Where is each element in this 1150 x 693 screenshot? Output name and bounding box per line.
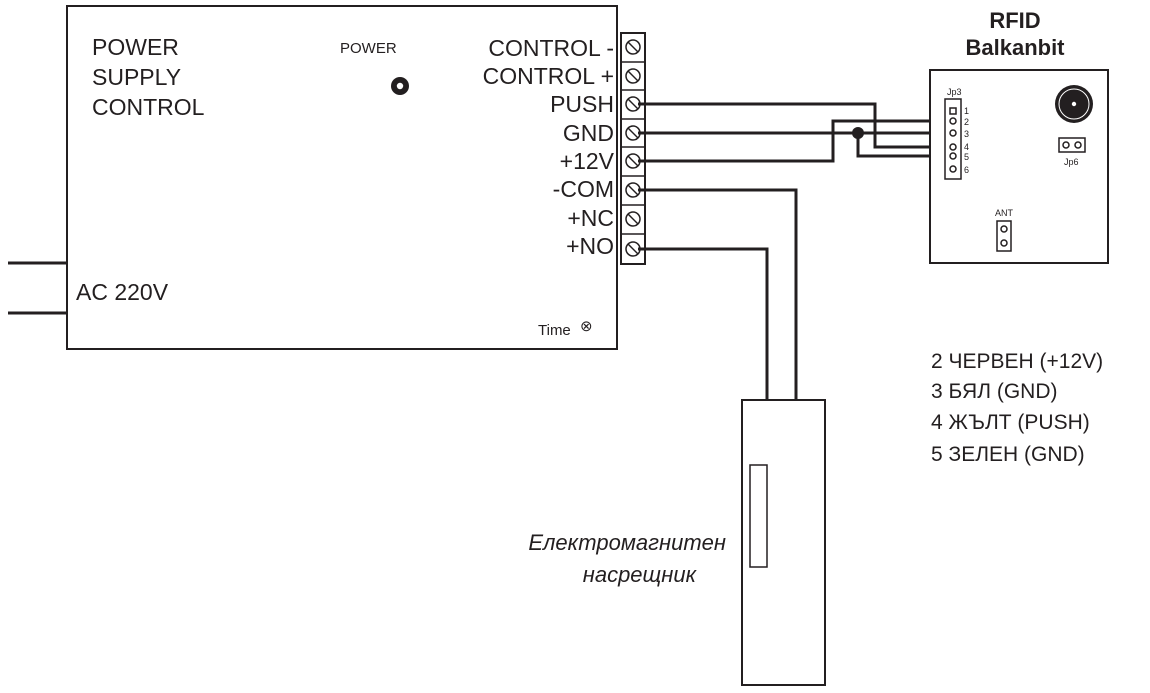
wire-push-to-pin4: [638, 102, 947, 149]
jp3-connector: [944, 98, 962, 180]
jp3-pin-3-icon: [949, 129, 957, 137]
strike-latch-icon: [749, 464, 768, 568]
wire-junction-dot: [852, 127, 864, 139]
ant-label: ANT: [995, 208, 1014, 218]
electromagnetic-strike: [741, 399, 826, 686]
jp3-pin-4-icon: [949, 143, 957, 151]
legend-line-1: 2 ЧЕРВЕН (+12V): [931, 350, 1103, 373]
ant-pin-icon: [1000, 225, 1008, 233]
jp6-label: Jp6: [1064, 157, 1079, 167]
jp6-pin-icon: [1062, 141, 1070, 149]
terminal-label-control-plus: CONTROL +: [483, 63, 614, 89]
terminal-screw-icon: [625, 211, 641, 227]
terminal-screw-icon: [625, 39, 641, 55]
ant-connector: [996, 220, 1012, 252]
jp3-pin-label-6: 6: [964, 165, 969, 175]
jp6-pin-icon: [1074, 141, 1082, 149]
legend-line-4: 5 ЗЕЛЕН (GND): [931, 443, 1085, 466]
terminal-label-control-minus: CONTROL -: [488, 35, 614, 61]
power-supply-box: [66, 5, 618, 350]
jp3-pin-5-icon: [949, 152, 957, 160]
terminal-label-12v: +12V: [560, 148, 615, 174]
power-indicator-label: POWER: [340, 40, 397, 57]
rfid-title-line-1: RFID: [989, 8, 1040, 33]
legend-line-2: 3 БЯЛ (GND): [931, 380, 1058, 403]
jp3-pin-label-1: 1: [964, 106, 969, 116]
time-adjust-icon[interactable]: ⊗: [580, 318, 593, 335]
jp6-connector: [1058, 137, 1086, 153]
terminal-label-no: +NO: [566, 233, 614, 259]
power-supply-title-line-1: POWER: [92, 34, 179, 60]
jp3-pin-label-3: 3: [964, 129, 969, 139]
strike-label-line-1: Електромагнитен: [528, 530, 726, 555]
jp3-pin-label-2: 2: [964, 117, 969, 127]
wire-com-to-lock: [638, 188, 798, 400]
ant-pin-icon: [1000, 239, 1008, 247]
jp3-pin-6-icon: [949, 165, 957, 173]
terminal-label-com: -COM: [553, 176, 614, 202]
terminal-block: [620, 32, 646, 265]
time-adjust-label: Time: [538, 322, 571, 339]
terminal-screw-icon: [625, 68, 641, 84]
jp3-pin-label-4: 4: [964, 142, 969, 152]
power-supply-title-line-3: CONTROL: [92, 94, 205, 120]
terminal-label-push: PUSH: [550, 91, 614, 117]
legend-line-3: 4 ЖЪЛТ (PUSH): [931, 411, 1090, 434]
ac-input-label: AC 220V: [76, 279, 169, 305]
jp3-label: Jp3: [947, 87, 962, 97]
power-supply-title-line-2: SUPPLY: [92, 64, 181, 90]
wire-gnd-to-pin5: [856, 133, 947, 158]
jp3-pin-label-5: 5: [964, 152, 969, 162]
jp3-pin-1-icon: [949, 107, 957, 115]
wire-no-to-lock: [638, 247, 769, 400]
wire-12v-to-pin2: [638, 119, 947, 163]
strike-label-line-2: насрещник: [583, 562, 698, 587]
terminal-label-gnd: GND: [563, 120, 614, 146]
terminal-label-nc: +NC: [567, 205, 614, 231]
jp3-pin-2-icon: [949, 117, 957, 125]
rfid-title-line-2: Balkanbit: [965, 35, 1065, 60]
